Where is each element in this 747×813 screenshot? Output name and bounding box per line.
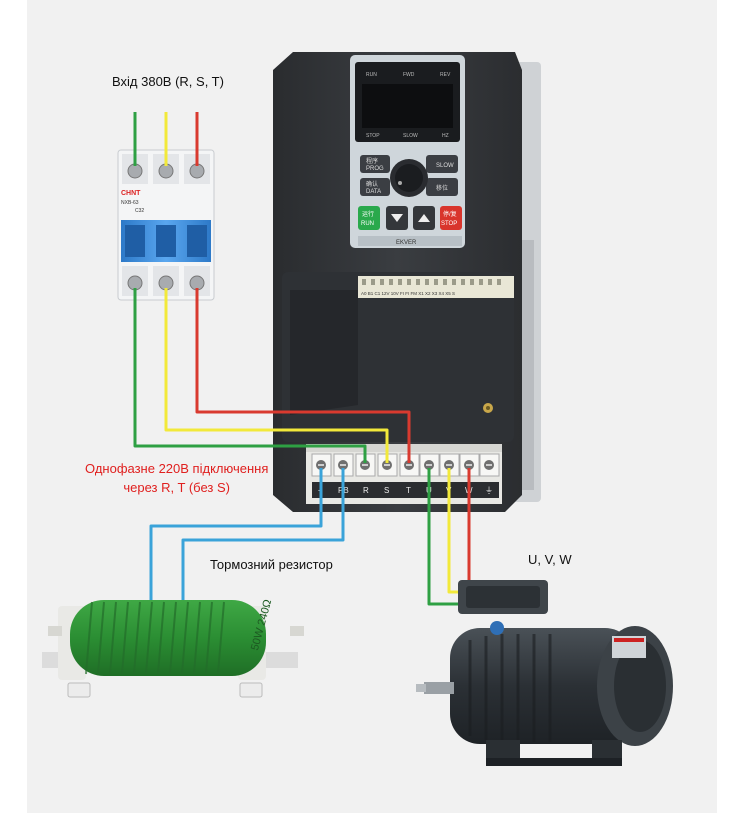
run-key-cn: 运行 [362,210,374,218]
prog-key[interactable] [360,155,390,173]
single-phase-note: Однофазне 220В підключення через R, T (б… [85,459,268,497]
control-terminal-labels: A0 B1 C1 12V 10V FI FI FM X1 X2 X3 X4 X5… [361,291,455,296]
terminal-r-label: R [363,486,369,495]
shift-key-label: 移位 [436,184,448,192]
input-voltage-label: Вхід 380В (R, S, T) [112,74,224,89]
wire-u-green [427,468,462,606]
motor-outputs-label: U, V, W [528,552,572,567]
slow-key-label: SLOW [436,163,454,169]
inverter: RUN FWD REV STOP SLOW HZ 程序 PROG 确认 DATA… [273,52,541,512]
circuit-breaker: CHNT NXB-63 C32 [117,149,215,301]
run-key[interactable] [358,206,380,230]
stop-key-label: STOP [441,221,457,227]
display-hz-label: HZ [442,133,449,139]
display-stop-label: STOP [366,133,380,139]
breaker-rating: C32 [135,208,144,214]
display-fwd-label: FWD [403,72,415,78]
wire-plus-blue [149,468,323,608]
breaker-brand: CHNT [121,190,141,197]
brake-resistor: 50W 240Ω [42,598,304,698]
prog-key-cn: 程序 [366,157,378,165]
wires [133,112,478,608]
display-slow-label: SLOW [403,133,418,139]
wire-pb-blue [181,468,345,608]
wire-s-yellow [164,288,389,463]
single-phase-note-line2: через R, T (без S) [123,480,230,495]
terminal-ground-label: ⏚ [485,486,493,495]
inverter-brand: EKVER [396,240,417,246]
display-run-label: RUN [366,72,377,78]
power-terminals [311,453,500,477]
terminal-s-label: S [384,486,389,495]
slow-key[interactable] [426,155,458,173]
inverter-keypad: 程序 PROG 确认 DATA SLOW 移位 运行 RUN [358,155,462,246]
terminal-t-label: T [406,486,411,495]
shift-key[interactable] [426,178,458,196]
data-key-label: DATA [366,189,381,195]
brake-resistor-label: Тормозний резистор [210,557,333,572]
motor [416,580,673,766]
prog-key-label: PROG [366,166,384,172]
run-key-label: RUN [361,221,374,227]
data-key-cn: 确认 [366,180,378,188]
single-phase-note-line1: Однофазне 220В підключення [85,461,269,476]
wire-t-red [195,288,411,463]
breaker-model: NXB-63 [121,200,139,206]
stop-key[interactable] [440,206,462,230]
data-key[interactable] [360,178,390,196]
stop-key-cn: 停/复 [443,210,457,218]
display-rev-label: REV [440,72,451,78]
wire-r-green [133,288,367,463]
